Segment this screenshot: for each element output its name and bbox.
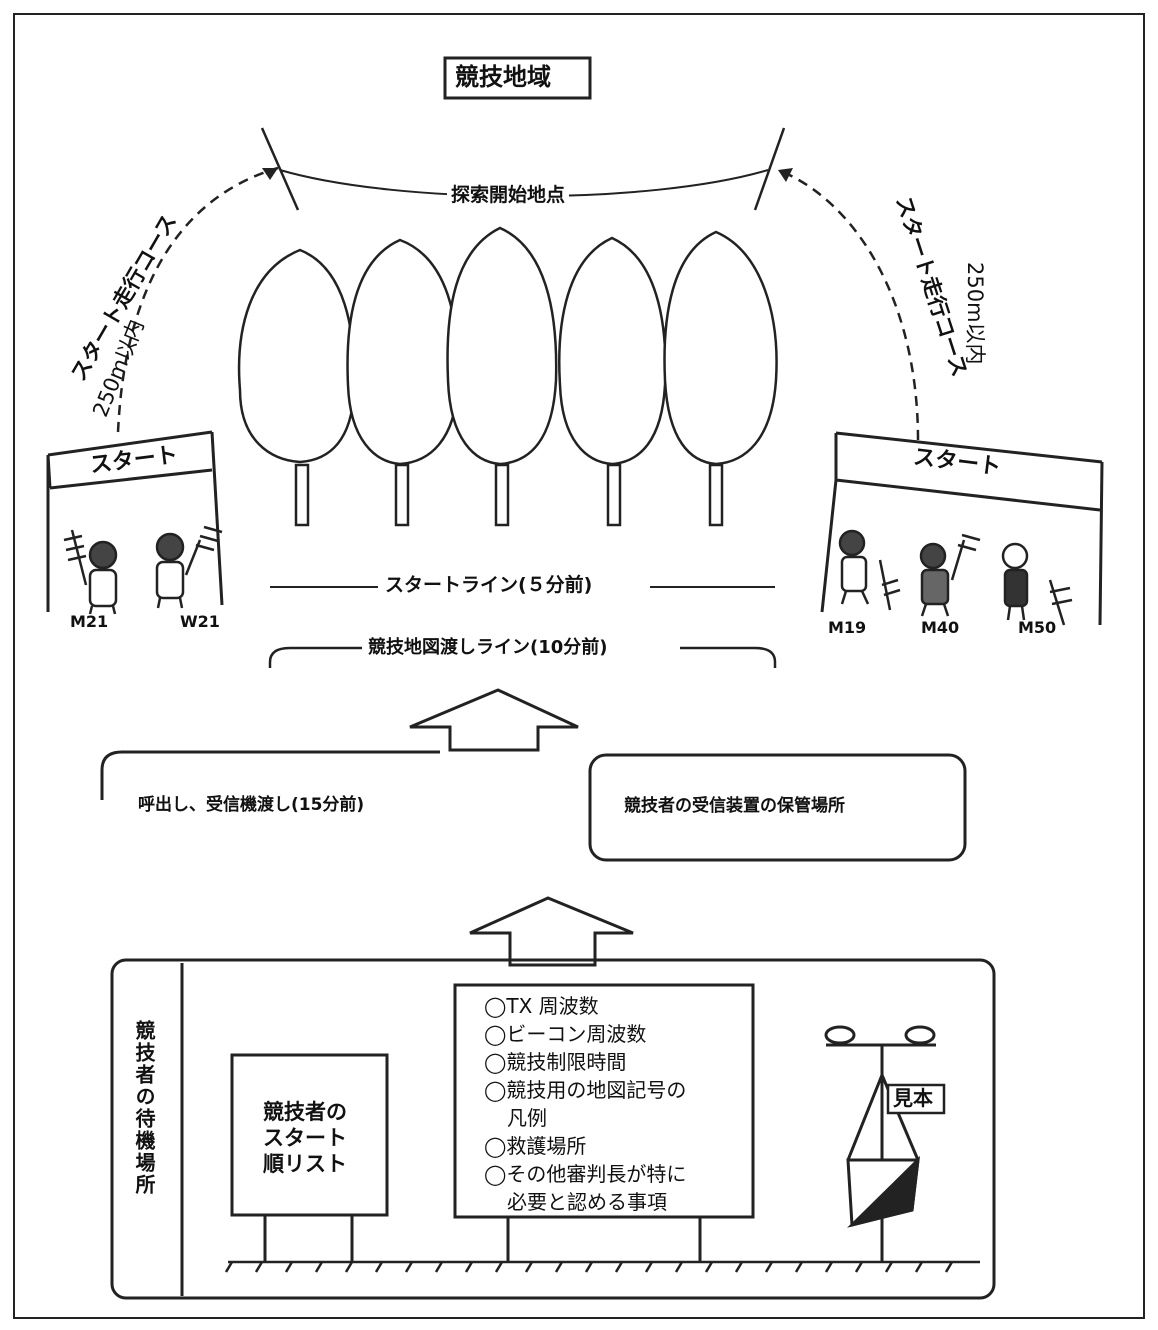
left-course-path [116,166,279,433]
call-label: 呼出し、受信機渡し(15分前) [138,795,365,815]
info-item-beacon: ◯ビーコン周波数 [484,1022,647,1046]
class-label-m21: M21 [70,612,109,631]
tree-crown-2 [346,238,460,466]
sample-marker-label: 見本 [893,1086,933,1110]
tree-crown-5 [663,230,778,466]
info-board [453,983,755,1219]
lower-arrow [469,896,634,967]
tree-crown-1 [237,248,356,464]
start-list-line2: スタート [263,1126,347,1150]
start-list-board [230,1053,389,1217]
storage-box [588,753,967,862]
map-handover-label: 競技地図渡しライン(10分前) [368,637,608,658]
info-item-first-aid: ◯救護場所 [484,1134,587,1158]
tree-crown-3 [446,226,558,466]
class-label-m50: M50 [1018,618,1057,637]
diagram-title: 競技地域 [455,63,551,91]
right-start-gate [820,431,1104,626]
start-line-label: スタートライン(５分前) [385,574,593,596]
info-item-other: ◯その他審判長が特に [484,1162,687,1186]
right-course-label-line2: 250m以内 [963,262,987,365]
title-box [443,56,592,100]
left-start-gate [46,430,224,612]
info-item-legend: 凡例 [507,1106,547,1130]
left-competitors [63,525,223,615]
tree-crown-4 [558,236,667,466]
tree-trunk-3 [494,463,510,527]
storage-label: 競技者の受信装置の保管場所 [624,796,845,816]
info-item-map-symbols: ◯競技用の地図記号の [484,1078,687,1102]
info-item-tx: ◯TX 周波数 [484,994,599,1018]
search-start-left-tick [260,127,300,211]
trees [237,226,778,527]
outer-frame [13,13,1145,1319]
waiting-area-label: 競技者の待機場所 [132,1020,156,1196]
info-item-time-limit: ◯競技制限時間 [484,1050,627,1074]
map-line-left [268,646,362,668]
map-line-right [680,646,777,668]
waiting-area-box [110,958,996,1300]
right-competitors [838,529,1073,626]
start-list-line1: 競技者の [263,1100,347,1124]
start-list-line3: 順リスト [263,1152,347,1176]
upper-arrow [409,688,579,752]
ground [224,1260,980,1273]
class-label-w21: W21 [180,612,220,631]
class-label-m40: M40 [921,618,960,637]
call-box [100,750,440,800]
search-start-right-tick [753,127,786,211]
left-course-arrowhead [262,168,278,180]
tree-trunk-4 [606,463,622,527]
tree-trunk-1 [294,463,310,527]
class-label-m19: M19 [828,618,867,637]
search-start-label: 探索開始地点 [447,186,570,205]
right-course-path [777,168,920,441]
right-course-arrowhead [778,168,793,182]
tree-trunk-2 [394,463,410,527]
info-item-other-cont: 必要と認める事項 [507,1190,667,1214]
control-flag [824,1025,946,1262]
tree-trunk-5 [708,463,724,527]
